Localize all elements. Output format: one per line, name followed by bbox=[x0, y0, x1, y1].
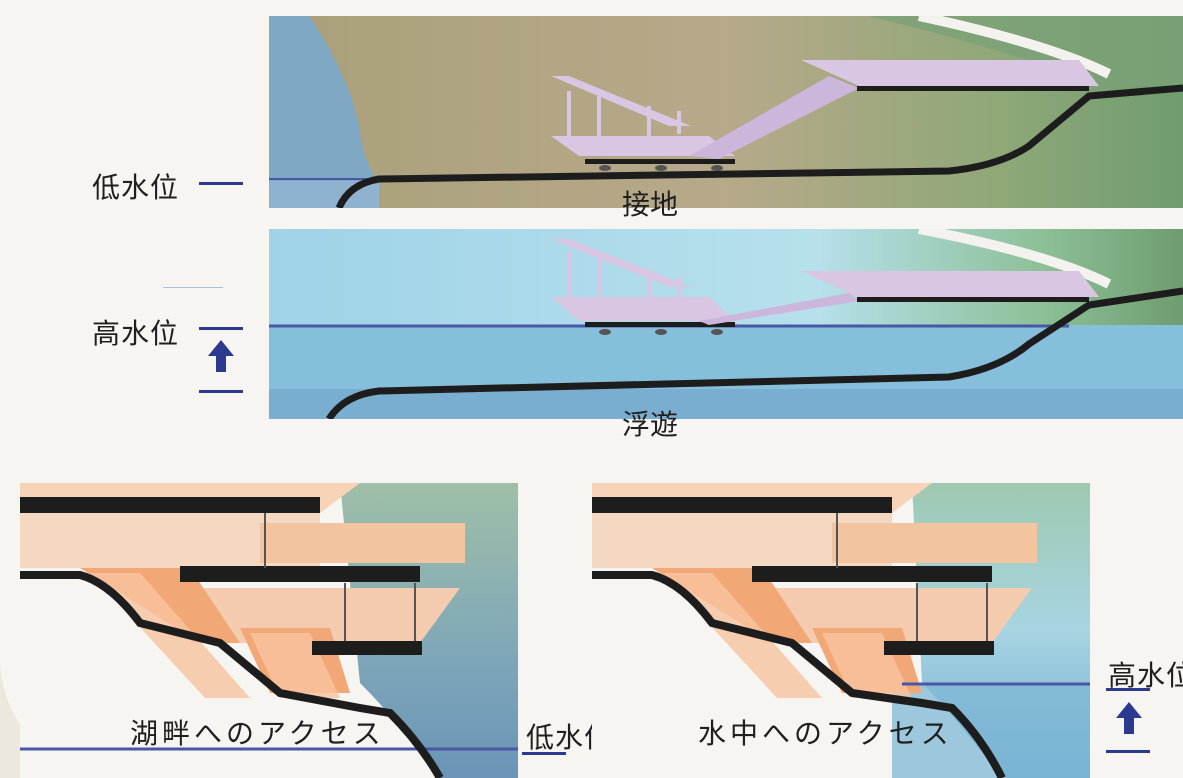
grounded-section-panel bbox=[269, 16, 1183, 208]
high-water-right-marker bbox=[1106, 688, 1150, 691]
caption-grounded: 接地 bbox=[622, 188, 679, 221]
lakeside-access-panel bbox=[20, 483, 518, 778]
high-water-marker bbox=[199, 327, 243, 330]
rise-arrow-icon bbox=[206, 338, 236, 374]
low-water-reference-marker bbox=[199, 390, 243, 393]
label-high-water-right: 高水位 bbox=[1108, 659, 1183, 692]
label-low-water-left: 低水位 bbox=[92, 171, 180, 204]
floating-section-drawing bbox=[269, 229, 1183, 419]
grounded-section-drawing bbox=[269, 16, 1183, 208]
previous-water-marker bbox=[163, 287, 223, 288]
label-high-water-left: 高水位 bbox=[92, 317, 180, 350]
low-water-right-marker bbox=[1106, 750, 1150, 753]
lakeside-access-drawing bbox=[20, 483, 518, 778]
caption-underwater-access: 水中へのアクセス bbox=[698, 717, 953, 750]
low-water-marker bbox=[199, 182, 243, 185]
underwater-access-panel bbox=[592, 483, 1090, 778]
caption-lakeside-access: 湖畔へのアクセス bbox=[130, 717, 385, 750]
floating-section-panel bbox=[269, 229, 1183, 419]
caption-floating: 浮遊 bbox=[622, 408, 679, 441]
low-water-mid-marker bbox=[522, 752, 566, 755]
rise-arrow-right-icon bbox=[1114, 700, 1144, 736]
underwater-access-drawing bbox=[592, 483, 1090, 778]
